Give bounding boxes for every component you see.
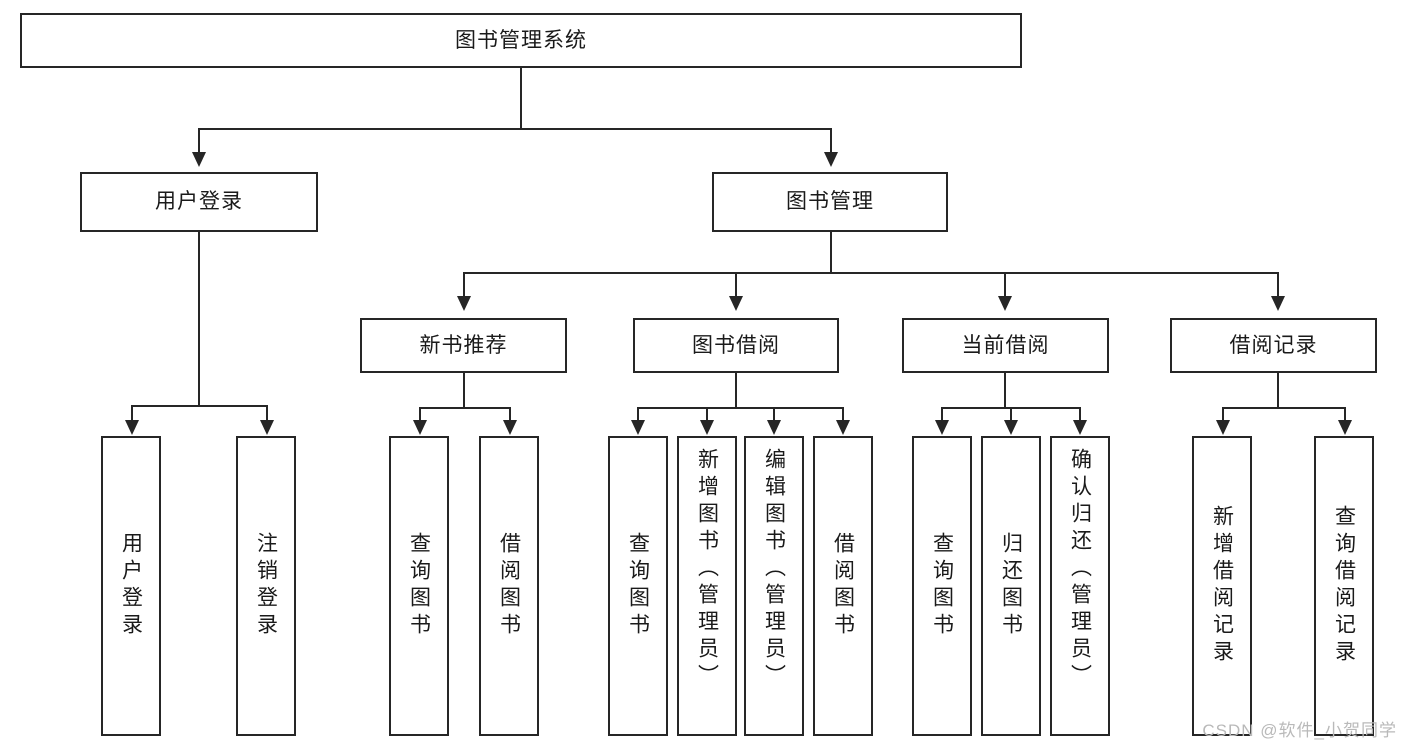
connector-current-borrow-leaf-3 xyxy=(1079,407,1081,421)
arrow-new-book-leaf-1 xyxy=(413,420,427,435)
connector-book-management-bar xyxy=(463,272,1279,274)
connector-book-borrow-leaf-2 xyxy=(706,407,708,421)
node-label: 查询图书 xyxy=(626,532,650,640)
leaf-search-book-current[interactable]: 查询图书 xyxy=(912,436,972,736)
connector-borrow-record-bar xyxy=(1222,407,1344,409)
node-label: 图书借阅 xyxy=(692,333,780,357)
connector-root-bar xyxy=(198,128,832,130)
node-label: 查询图书 xyxy=(930,532,954,640)
connector-user-login-leaf-2 xyxy=(266,405,268,421)
node-new-book-recommend[interactable]: 新书推荐 xyxy=(360,318,567,373)
node-borrow-record[interactable]: 借阅记录 xyxy=(1170,318,1377,373)
connector-root-to-book-management xyxy=(830,128,832,153)
arrow-current-borrow-leaf-3 xyxy=(1073,420,1087,435)
node-label: 图书管理 xyxy=(786,190,874,214)
leaf-add-borrow-record[interactable]: 新增借阅记录 xyxy=(1192,436,1252,736)
node-label: 确认归还（管理员） xyxy=(1068,448,1092,691)
connector-book-borrow-leaf-1 xyxy=(637,407,639,421)
connector-book-borrow-stem xyxy=(735,373,737,407)
connector-current-borrow-stem xyxy=(1004,373,1006,407)
arrow-new-book-leaf-2 xyxy=(503,420,517,435)
connector-new-book-leaf-2 xyxy=(509,407,511,421)
connector-bm-to-new-book xyxy=(463,272,465,297)
arrow-user-login-leaf-1 xyxy=(125,420,139,435)
connector-book-borrow-leaf-4 xyxy=(842,407,844,421)
arrow-bm-to-borrow-record xyxy=(1271,296,1285,311)
node-label: 新增借阅记录 xyxy=(1210,505,1234,667)
node-label: 当前借阅 xyxy=(961,333,1050,357)
arrow-bm-to-new-book xyxy=(457,296,471,311)
connector-bm-to-current-borrow xyxy=(1004,272,1006,297)
node-label: 借阅记录 xyxy=(1229,333,1318,357)
arrow-book-borrow-leaf-3 xyxy=(767,420,781,435)
connector-current-borrow-leaf-2 xyxy=(1010,407,1012,421)
connector-bm-to-borrow-record xyxy=(1277,272,1279,297)
node-label: 查询图书 xyxy=(407,532,431,640)
node-label: 查询借阅记录 xyxy=(1332,505,1356,667)
arrow-current-borrow-leaf-2 xyxy=(1004,420,1018,435)
leaf-search-book-recommend[interactable]: 查询图书 xyxy=(389,436,449,736)
connector-current-borrow-leaf-1 xyxy=(941,407,943,421)
connector-user-login-bar xyxy=(131,405,266,407)
leaf-return-book[interactable]: 归还图书 xyxy=(981,436,1041,736)
node-book-management[interactable]: 图书管理 xyxy=(712,172,948,232)
node-label: 新书推荐 xyxy=(419,333,508,357)
node-user-login[interactable]: 用户登录 xyxy=(80,172,318,232)
connector-book-borrow-bar xyxy=(637,407,842,409)
arrow-book-borrow-leaf-1 xyxy=(631,420,645,435)
node-label: 借阅图书 xyxy=(497,532,521,640)
arrow-borrow-record-leaf-1 xyxy=(1216,420,1230,435)
connector-borrow-record-leaf-2 xyxy=(1344,407,1346,421)
leaf-edit-book-admin[interactable]: 编辑图书（管理员） xyxy=(744,436,804,736)
arrow-current-borrow-leaf-1 xyxy=(935,420,949,435)
node-label: 新增图书（管理员） xyxy=(695,448,719,691)
node-label: 编辑图书（管理员） xyxy=(762,448,786,691)
arrow-root-to-book-management xyxy=(824,152,838,167)
arrow-bm-to-book-borrow xyxy=(729,296,743,311)
connector-new-book-stem xyxy=(463,373,465,407)
node-label: 用户登录 xyxy=(119,532,143,640)
connector-bm-to-book-borrow xyxy=(735,272,737,297)
node-current-borrow[interactable]: 当前借阅 xyxy=(902,318,1109,373)
connector-book-management-stem xyxy=(830,232,832,272)
leaf-confirm-return-admin[interactable]: 确认归还（管理员） xyxy=(1050,436,1110,736)
node-label: 借阅图书 xyxy=(831,532,855,640)
connector-root-stem xyxy=(520,68,522,128)
leaf-search-borrow-record[interactable]: 查询借阅记录 xyxy=(1314,436,1374,736)
arrow-book-borrow-leaf-2 xyxy=(700,420,714,435)
arrow-root-to-user-login xyxy=(192,152,206,167)
leaf-borrow-book-recommend[interactable]: 借阅图书 xyxy=(479,436,539,736)
connector-borrow-record-leaf-1 xyxy=(1222,407,1224,421)
arrow-borrow-record-leaf-2 xyxy=(1338,420,1352,435)
arrow-bm-to-current-borrow xyxy=(998,296,1012,311)
node-book-management-system[interactable]: 图书管理系统 xyxy=(20,13,1022,68)
connector-user-login-stem xyxy=(198,232,200,405)
connector-book-borrow-leaf-3 xyxy=(773,407,775,421)
connector-borrow-record-stem xyxy=(1277,373,1279,407)
node-label: 图书管理系统 xyxy=(455,28,587,52)
leaf-logout[interactable]: 注销登录 xyxy=(236,436,296,736)
leaf-add-book-admin[interactable]: 新增图书（管理员） xyxy=(677,436,737,736)
connector-root-to-user-login xyxy=(198,128,200,153)
node-label: 归还图书 xyxy=(999,532,1023,640)
node-label: 注销登录 xyxy=(254,532,278,640)
leaf-search-book-borrow[interactable]: 查询图书 xyxy=(608,436,668,736)
connector-user-login-leaf-1 xyxy=(131,405,133,421)
leaf-borrow-book[interactable]: 借阅图书 xyxy=(813,436,873,736)
node-label: 用户登录 xyxy=(155,190,243,214)
connector-new-book-bar xyxy=(419,407,509,409)
connector-new-book-leaf-1 xyxy=(419,407,421,421)
arrow-book-borrow-leaf-4 xyxy=(836,420,850,435)
arrow-user-login-leaf-2 xyxy=(260,420,274,435)
leaf-user-login[interactable]: 用户登录 xyxy=(101,436,161,736)
node-book-borrow[interactable]: 图书借阅 xyxy=(633,318,839,373)
